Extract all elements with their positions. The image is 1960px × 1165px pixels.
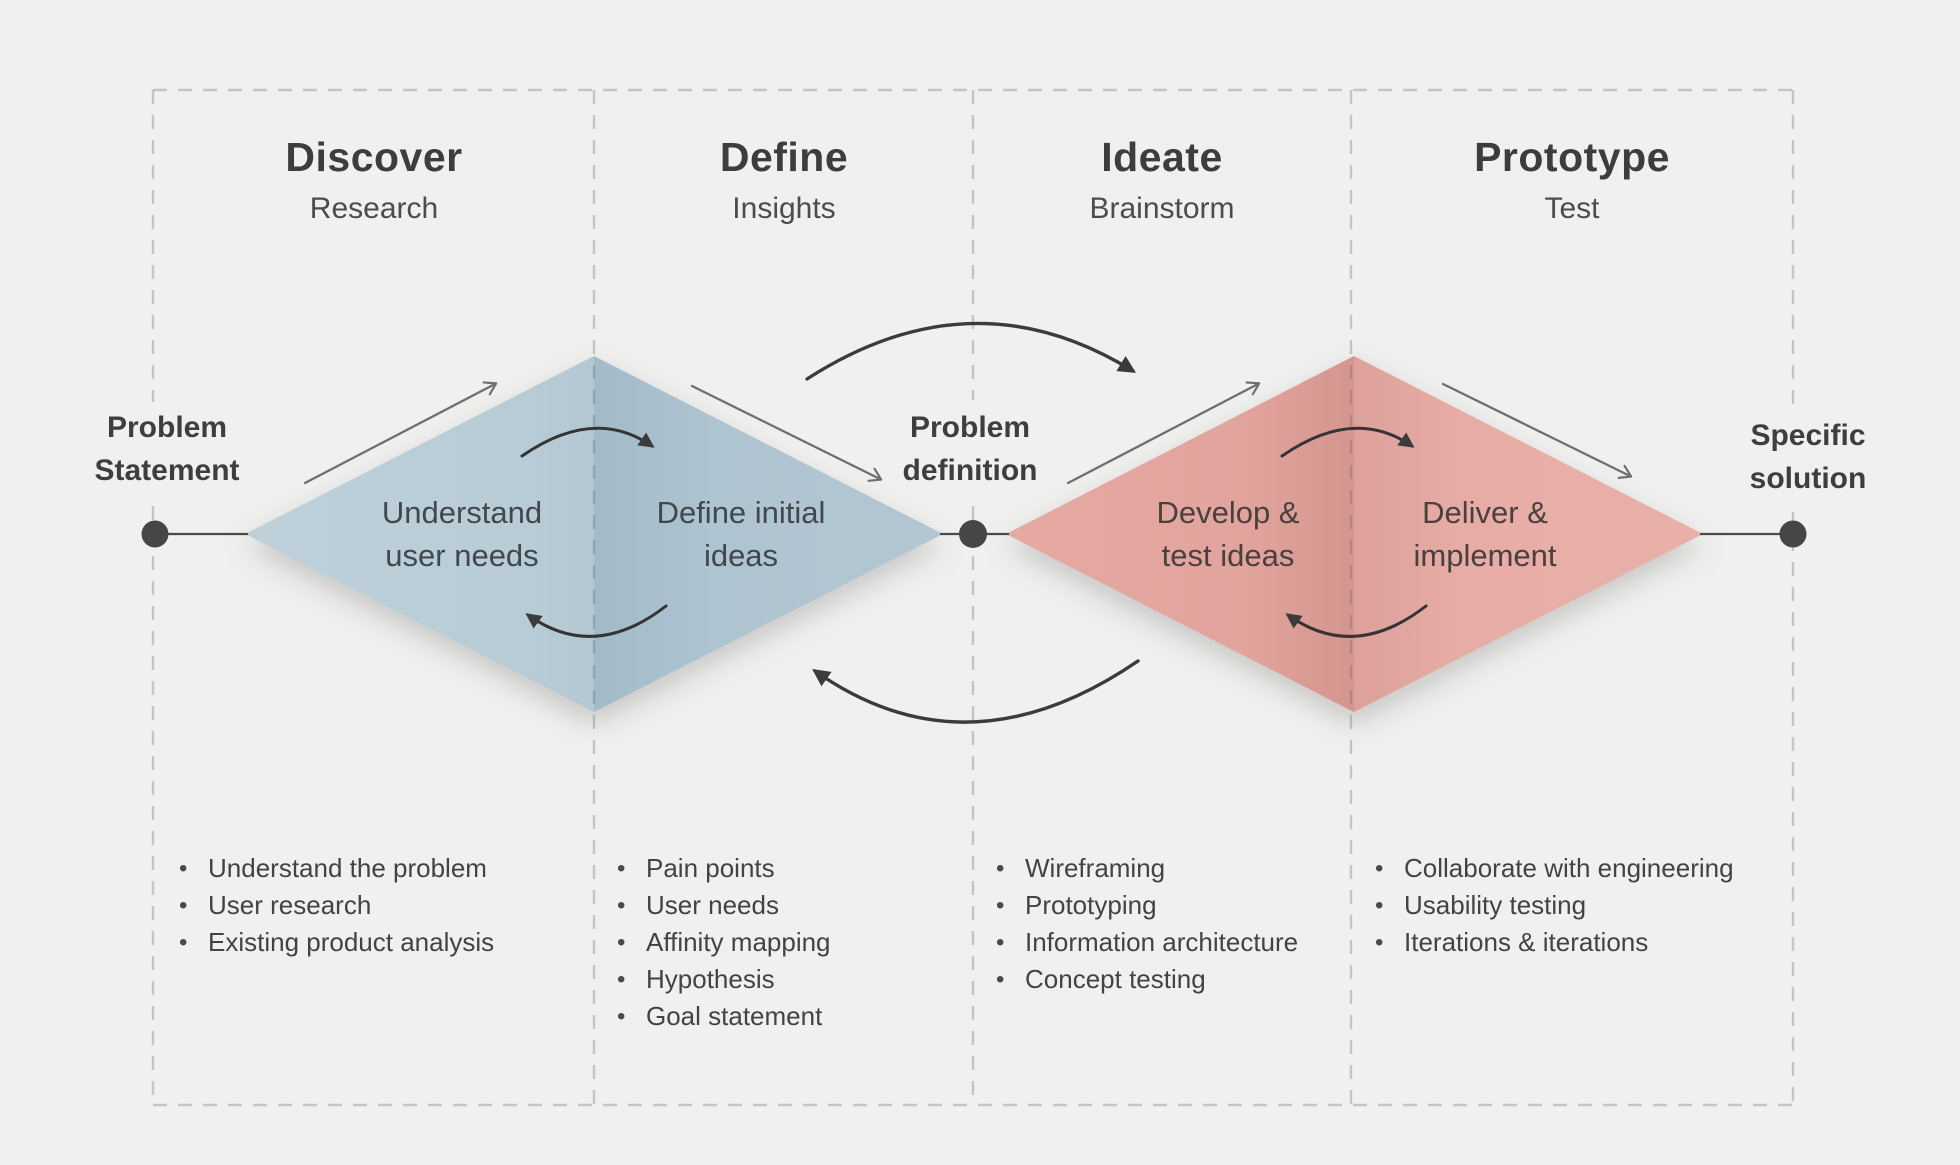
diamond-label-develop-test-ideas: Develop & test ideas xyxy=(1068,491,1388,577)
discover-diamond-left-half xyxy=(245,356,594,712)
phase-title-define: Define xyxy=(719,134,849,180)
list-item: Prototyping xyxy=(993,887,1298,924)
iteration-arc-top-icon xyxy=(805,321,1137,381)
diamond-label-line: ideas xyxy=(703,538,779,573)
diamond-label-line: Define initial xyxy=(656,495,826,530)
discover-diamond-right-half xyxy=(594,356,943,712)
list-item: Hypothesis xyxy=(614,961,831,998)
ideate-activities-list: Wireframing Prototyping Information arch… xyxy=(993,850,1298,998)
prototype-activities-list: Collaborate with engineering Usability t… xyxy=(1372,850,1734,961)
stage-grid xyxy=(151,88,1795,1107)
diamond-label-line: user needs xyxy=(385,538,539,573)
diamond-label-line: implement xyxy=(1413,538,1557,573)
deliver-loop-arrow-top-icon xyxy=(1280,426,1415,458)
milestone-line: Specific xyxy=(1750,419,1866,452)
phase-subtitle-ideate: Brainstorm xyxy=(1089,192,1235,225)
diamond-label-define-initial-ideas: Define initial ideas xyxy=(581,491,901,577)
diamond-label-understand-user-needs: Understand user needs xyxy=(302,491,622,577)
milestone-line: solution xyxy=(1749,462,1867,495)
list-item: Usability testing xyxy=(1372,887,1734,924)
diamond-label-line: Understand xyxy=(381,495,543,530)
milestone-line: Statement xyxy=(94,454,240,487)
discover-loop-arrow-top-icon xyxy=(520,426,655,458)
list-item: Pain points xyxy=(614,850,831,887)
definition-node-dot xyxy=(959,520,987,548)
milestone-problem-statement: Problem Statement xyxy=(37,406,297,492)
define-activities-list: Pain points User needs Affinity mapping … xyxy=(614,850,831,1035)
milestone-problem-definition: Problem definition xyxy=(840,406,1100,492)
deliver-diamond-left-half xyxy=(1006,356,1354,712)
list-item: Information architecture xyxy=(993,924,1298,961)
deliver-diamond-right-half xyxy=(1354,356,1703,712)
milestone-line: definition xyxy=(902,454,1038,487)
start-node-dot xyxy=(141,520,169,548)
diamond-label-line: Develop & xyxy=(1156,495,1300,530)
list-item: Understand the problem xyxy=(176,850,494,887)
discover-loop-arrow-bottom-icon xyxy=(525,604,668,638)
phase-subtitle-discover: Research xyxy=(309,192,439,225)
flow-arrow-prototype-icon xyxy=(1441,382,1633,479)
milestone-line: Problem xyxy=(106,411,228,444)
phase-subtitle-prototype: Test xyxy=(1544,192,1600,225)
diamond-label-deliver-implement: Deliver & implement xyxy=(1325,491,1645,577)
list-item: Concept testing xyxy=(993,961,1298,998)
list-item: Affinity mapping xyxy=(614,924,831,961)
iteration-arc-bottom-icon xyxy=(812,659,1140,724)
list-item: Iterations & iterations xyxy=(1372,924,1734,961)
phase-title-ideate: Ideate xyxy=(1101,134,1223,180)
list-item: Wireframing xyxy=(993,850,1298,887)
phase-subtitle-define: Insights xyxy=(732,192,836,225)
list-item: User research xyxy=(176,887,494,924)
flow-arrow-discover-icon xyxy=(303,381,498,485)
diamond-label-line: test ideas xyxy=(1161,538,1295,573)
list-item: Existing product analysis xyxy=(176,924,494,961)
diamond-label-line: Deliver & xyxy=(1422,495,1548,530)
list-item: User needs xyxy=(614,887,831,924)
flow-arrow-ideate-icon xyxy=(1066,381,1261,485)
deliver-loop-arrow-bottom-icon xyxy=(1285,604,1428,638)
discover-activities-list: Understand the problem User research Exi… xyxy=(176,850,494,961)
phase-title-prototype: Prototype xyxy=(1474,134,1670,180)
phase-title-discover: Discover xyxy=(285,134,463,180)
milestone-specific-solution: Specific solution xyxy=(1678,414,1938,500)
list-item: Collaborate with engineering xyxy=(1372,850,1734,887)
milestone-line: Problem xyxy=(909,411,1031,444)
list-item: Goal statement xyxy=(614,998,831,1035)
solution-node-dot xyxy=(1779,520,1807,548)
flow-arrow-define-icon xyxy=(690,384,883,482)
